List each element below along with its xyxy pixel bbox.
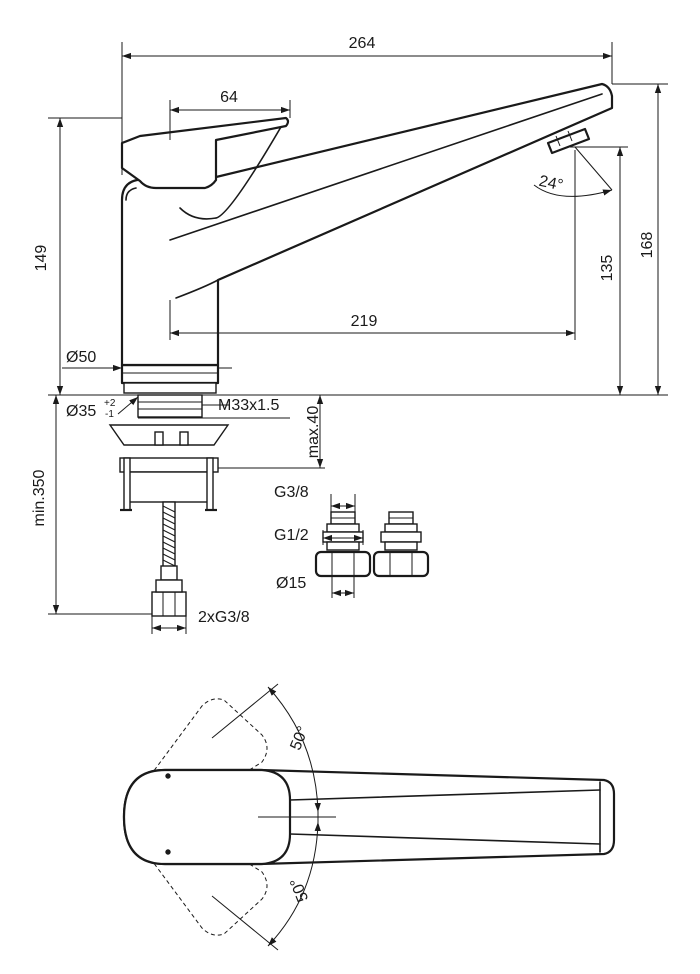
label-168: 168: [639, 232, 656, 259]
label-diameter-15: Ø15: [276, 575, 306, 592]
hose-connector-nut: [151, 591, 187, 617]
threaded-shank: [137, 394, 203, 418]
base-ring: [120, 363, 220, 385]
label-diameter-35: Ø35: [66, 403, 96, 420]
label-m33: M33x1.5: [218, 397, 279, 414]
label-tol-plus: +2: [104, 398, 116, 409]
label-219: 219: [351, 313, 378, 330]
faucet-side-view: [120, 82, 614, 394]
label-max40: max.40: [305, 406, 322, 459]
label-149: 149: [33, 245, 50, 272]
label-50-degree-up: 50°: [287, 724, 312, 753]
fixing-washer: [108, 424, 230, 446]
label-g38: G3/8: [274, 484, 309, 501]
fixing-assembly: [108, 394, 230, 617]
label-diameter-50: Ø50: [66, 349, 96, 366]
label-tol-minus: -1: [105, 409, 114, 420]
label-64: 64: [220, 89, 238, 106]
label-135: 135: [599, 255, 616, 282]
dimension-lines: [48, 42, 668, 634]
label-24-degree: 24°: [537, 173, 564, 195]
base-plate: [123, 382, 217, 394]
label-g12: G1/2: [274, 527, 309, 544]
valve-left: [314, 511, 372, 578]
faucet-top-view: [122, 683, 616, 951]
aerator: [546, 127, 591, 155]
lever-position-right: [149, 857, 268, 936]
fixing-nut: [119, 457, 219, 473]
valve-right: [372, 511, 430, 578]
lever: [120, 116, 290, 190]
faucet-body: [120, 82, 614, 367]
label-2xg38: 2xG3/8: [198, 609, 250, 626]
lever-position-left: [149, 698, 268, 777]
label-min350: min.350: [31, 469, 48, 526]
label-264: 264: [349, 35, 376, 52]
angle-valves: [314, 511, 430, 578]
